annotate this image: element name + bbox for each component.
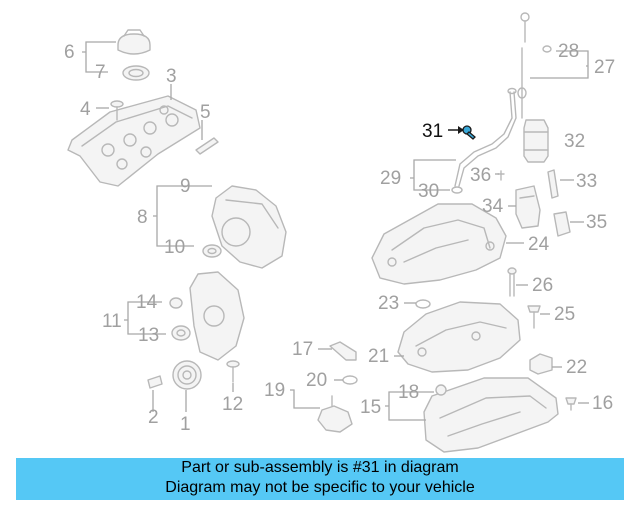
timing-cover-upper-part	[211, 185, 287, 269]
callout-23: 23	[378, 293, 399, 314]
sender-19-part	[317, 395, 353, 433]
pipe-33-part	[547, 169, 559, 199]
callout-5: 5	[200, 102, 211, 123]
timing-cover-seal-part	[202, 244, 222, 258]
callout-17: 17	[292, 339, 313, 360]
info-banner: Part or sub-assembly is #31 in diagram D…	[16, 458, 624, 500]
cover-gasket-strip-part	[195, 137, 219, 155]
callout-16: 16	[592, 393, 613, 414]
sensor-22-part	[529, 353, 553, 375]
pulley-bolt-part	[147, 375, 163, 389]
drain-plug-18-part	[435, 384, 447, 396]
callout-28: 28	[558, 41, 579, 62]
bracket-17-part	[329, 341, 357, 361]
seal-20-part	[342, 375, 358, 385]
bolt-26-part	[507, 267, 517, 297]
callout-18: 18	[398, 382, 419, 403]
callout-31-highlighted: 31	[422, 121, 443, 142]
leader-lines	[82, 41, 589, 421]
callout-33: 33	[576, 171, 597, 192]
crankshaft-seal-part	[171, 325, 191, 341]
small-bolt-36-part	[497, 170, 505, 181]
callout-30: 30	[418, 181, 439, 202]
oil-filter-housing-part	[523, 119, 549, 163]
tube-seal-part	[451, 186, 463, 194]
callout-2: 2	[148, 407, 159, 428]
callout-24: 24	[528, 234, 550, 255]
callout-19: 19	[264, 380, 285, 401]
callout-4: 4	[80, 99, 91, 120]
callout-1: 1	[180, 414, 191, 435]
callout-15: 15	[360, 397, 381, 418]
seal-23-part	[415, 299, 431, 309]
callout-32: 32	[564, 131, 585, 152]
callout-10: 10	[164, 237, 185, 258]
oil-filler-cap-part	[117, 29, 151, 55]
cylinder-head-cover-part	[67, 95, 201, 187]
sensor-34-part	[515, 185, 541, 229]
callout-35: 35	[586, 212, 607, 233]
callout-34: 34	[482, 196, 504, 217]
callout-20: 20	[306, 370, 327, 391]
callout-21: 21	[368, 346, 389, 367]
callout-13: 13	[138, 325, 159, 346]
oil-pan-upper-part	[371, 203, 507, 285]
callout-14: 14	[136, 292, 158, 313]
callout-6: 6	[64, 42, 75, 63]
dipstick-tube-part	[454, 87, 517, 187]
dipstick-seal-part	[542, 45, 552, 53]
oil-pan-lower-part	[423, 377, 559, 453]
crankshaft-pulley-part	[172, 360, 202, 390]
callout-29: 29	[380, 168, 401, 189]
oil-baffle-plate-part	[397, 301, 521, 373]
bolt-16-part	[565, 397, 577, 411]
callout-36: 36	[470, 165, 491, 186]
callout-22: 22	[566, 357, 587, 378]
stud-part	[226, 360, 240, 383]
banner-line-disclaimer: Diagram may not be specific to your vehi…	[165, 479, 475, 496]
callout-27: 27	[594, 57, 615, 78]
parts-diagram: 1 2 3 4 5 6 7 8 9 10 11 12 13 14 15 16 1…	[64, 12, 615, 453]
cap-seal-part	[122, 65, 150, 81]
oil-seal-small-part	[169, 297, 183, 309]
callout-25: 25	[554, 304, 575, 325]
callout-9: 9	[180, 176, 191, 197]
cover-bolt-part	[110, 100, 124, 121]
banner-line-part-number: Part or sub-assembly is #31 in diagram	[181, 459, 459, 476]
timing-cover-lower-part	[189, 271, 245, 361]
callout-26: 26	[532, 275, 553, 296]
highlighted-part-31[interactable]	[448, 125, 476, 140]
dipstick-part	[517, 12, 530, 119]
callout-3: 3	[166, 66, 177, 87]
baffle-35-part	[553, 211, 571, 237]
bolt-25-part	[527, 305, 541, 329]
callout-8: 8	[137, 207, 148, 228]
callout-labels: 1 2 3 4 5 6 7 8 9 10 11 12 13 14 15 16 1…	[64, 41, 615, 435]
callout-11: 11	[102, 311, 122, 332]
callout-7: 7	[95, 62, 106, 83]
callout-12: 12	[222, 394, 243, 415]
